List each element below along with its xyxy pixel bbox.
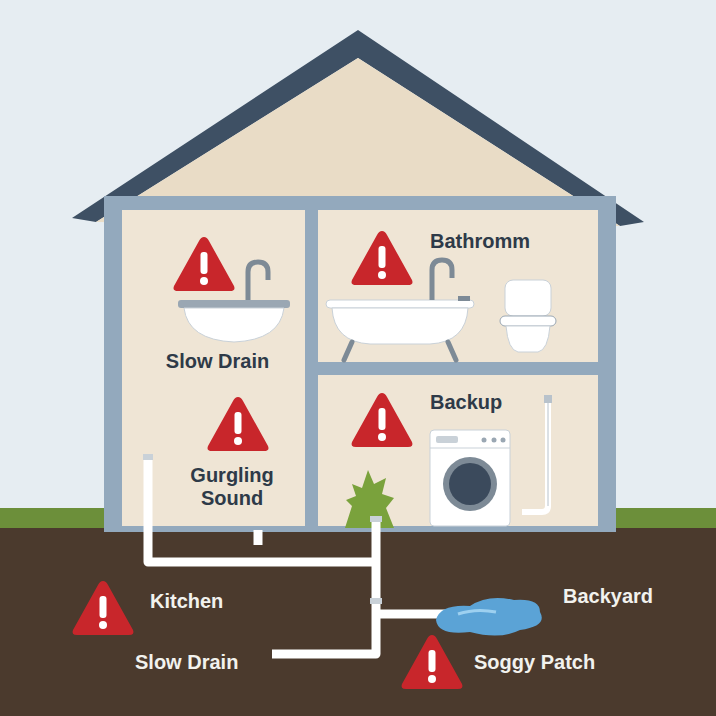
puddle [436,598,542,636]
warning-icon [174,237,235,291]
washing-machine [430,430,510,526]
pipe-joints [143,454,382,604]
ground [0,512,716,716]
symptom-label: Slow Drain [126,350,309,373]
warning-icon [402,635,463,689]
area-label: Slow Drain [135,651,238,674]
warning-icon [208,397,269,451]
toilet [500,280,556,352]
house-wall [104,196,616,532]
room-area: Backup [318,375,598,526]
standpipe [522,400,548,512]
warning-icon [352,231,413,285]
standpipe-edge [548,400,549,506]
area-label: Backyard [563,585,653,608]
bush [345,470,394,528]
pipe-cap [544,395,552,403]
puddle-shine [458,610,496,614]
drain-pipes [148,458,456,654]
area-label: Soggy Patch [474,651,595,674]
room-area: Bathromm [318,210,598,362]
area-label: Kitchen [150,590,223,613]
room-label: Backup [430,391,502,414]
warning-icon [73,581,134,635]
warning-icons [73,231,463,689]
room [318,210,598,362]
symptom-label: Gurgling Sound [170,464,294,510]
room-label: Bathromm [430,230,530,253]
room-area: Slow DrainGurgling Sound [122,210,305,526]
warning-icon [352,393,413,447]
